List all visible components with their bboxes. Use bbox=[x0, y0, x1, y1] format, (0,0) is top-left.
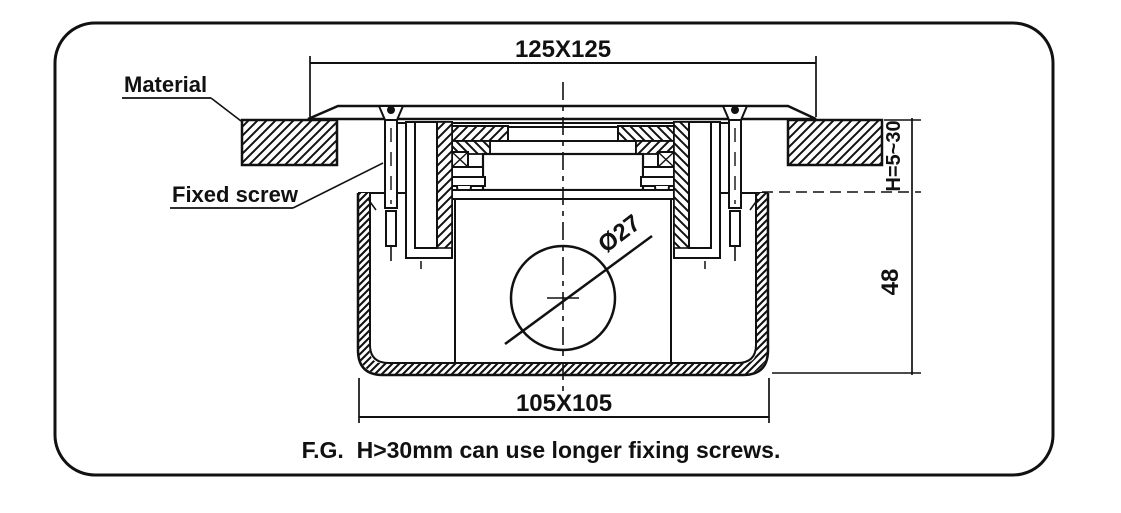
mount-channel-left bbox=[405, 121, 453, 269]
label-leader-line bbox=[210, 97, 242, 122]
fixing-screw-left bbox=[377, 105, 405, 261]
material-block-right bbox=[786, 118, 884, 167]
screw-thread bbox=[729, 210, 741, 247]
dimension-right-side bbox=[762, 118, 921, 375]
screw-drive-dot bbox=[731, 106, 739, 114]
fixed-screw-label-text: Fixed screw bbox=[172, 182, 299, 207]
screw-thread bbox=[385, 210, 397, 247]
dim-faceplate-size-text: 125X125 bbox=[515, 36, 611, 63]
dim-back-box-size-text: 105X105 bbox=[516, 390, 612, 417]
fixing-screw-right bbox=[721, 105, 749, 261]
screw-drive-dot bbox=[387, 106, 395, 114]
dim-mounting-thickness-text: H=5~30 bbox=[883, 120, 905, 191]
label-leader-line bbox=[292, 162, 384, 209]
faceplate-flange bbox=[307, 104, 817, 121]
mount-channel-right bbox=[673, 121, 721, 269]
label-fixed-screw: Fixed screw bbox=[170, 162, 384, 209]
dim-back-box-depth-text: 48 bbox=[877, 269, 904, 296]
dimension-faceplate bbox=[309, 56, 817, 117]
bend-tick-right bbox=[749, 198, 759, 211]
material-label-text: Material bbox=[124, 72, 207, 97]
diameter-leader-line bbox=[504, 234, 653, 346]
bend-tick-left bbox=[367, 198, 377, 211]
note-text: F.G. H>30mm can use longer fixing screws… bbox=[302, 437, 781, 463]
material-block-left bbox=[240, 118, 339, 167]
label-material: Material bbox=[122, 72, 242, 122]
dimension-back-box bbox=[358, 378, 770, 423]
